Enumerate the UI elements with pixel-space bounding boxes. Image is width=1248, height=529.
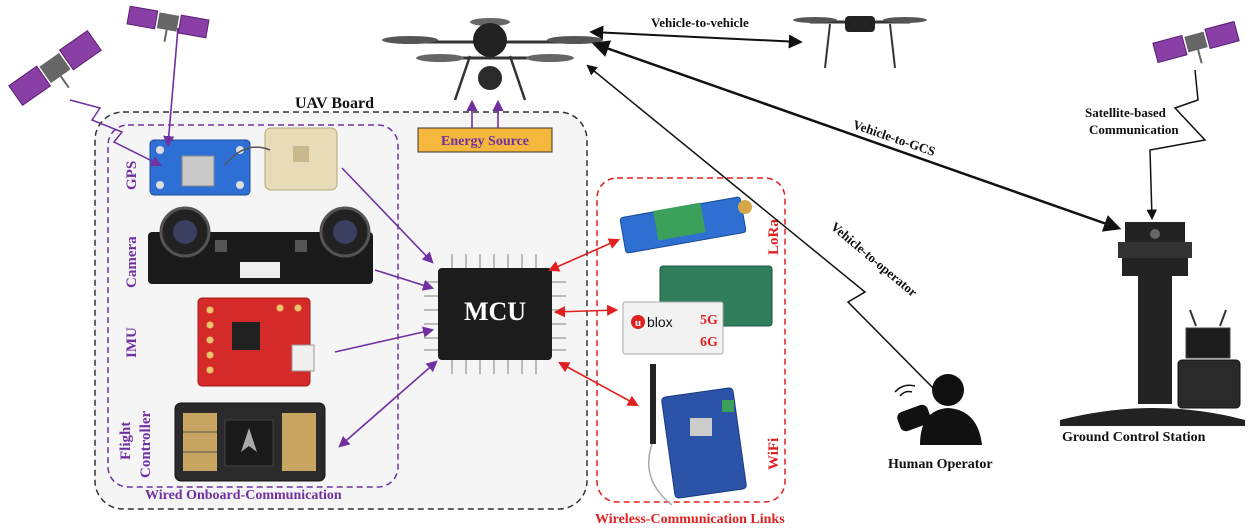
gps-module-image (149, 127, 338, 196)
flight-controller-image (174, 402, 326, 482)
energy-source-box (417, 127, 553, 153)
gps-label: GPS (124, 161, 140, 190)
energy-source-label: Energy Source (441, 134, 529, 149)
energy-arrows (466, 99, 504, 128)
controller-label: Controller (138, 410, 154, 478)
mcu-chip (424, 254, 566, 374)
lora-label: LoRa (766, 219, 782, 255)
wired-group-frame (107, 124, 399, 488)
wifi-module-image (648, 364, 747, 506)
lora-module-image (619, 196, 752, 254)
control-case-image (1177, 309, 1241, 409)
satellite-icon (1152, 20, 1240, 64)
satellite-link-zigzag (69, 99, 162, 166)
human-operator-icon (894, 374, 982, 445)
camera-label: Camera (124, 236, 140, 288)
cellular-module-image (622, 265, 773, 355)
communication-label: Communication (1089, 122, 1179, 137)
ublox-logo-icon (631, 315, 645, 329)
wifi-label: WiFi (766, 438, 782, 470)
human-operator-label: Human Operator (888, 457, 993, 472)
wireless-arrows (547, 238, 639, 407)
peer-drone-image (793, 16, 927, 69)
vehicle-to-operator-label: Vehicle-to-operator (828, 219, 920, 300)
wireless-links-label: Wireless-Communication Links (595, 512, 785, 527)
vehicle-links (586, 25, 1207, 391)
imu-label: IMU (124, 327, 140, 358)
label-5g: 5G (700, 313, 718, 328)
satellite-based-label: Satellite-based (1085, 105, 1167, 120)
satellite-icon (126, 5, 210, 42)
satellite-icon (8, 29, 102, 107)
camera-module-image (148, 206, 373, 284)
flight-label: Flight (118, 422, 134, 460)
uav-board-label: UAV Board (295, 95, 374, 112)
ground-control-tower-icon (1060, 222, 1245, 426)
vehicle-to-vehicle-label: Vehicle-to-vehicle (651, 15, 749, 30)
imu-module-image (197, 297, 315, 387)
ublox-u-label: u (635, 317, 641, 329)
ground-control-station-label: Ground Control Station (1062, 430, 1206, 445)
label-6g: 6G (700, 335, 718, 350)
mcu-label: MCU (464, 297, 526, 326)
wired-arrows (163, 27, 438, 448)
wired-communication-label: Wired Onboard-Communication (145, 488, 342, 503)
ublox-label: blox (647, 314, 673, 330)
main-drone-image (382, 18, 603, 101)
